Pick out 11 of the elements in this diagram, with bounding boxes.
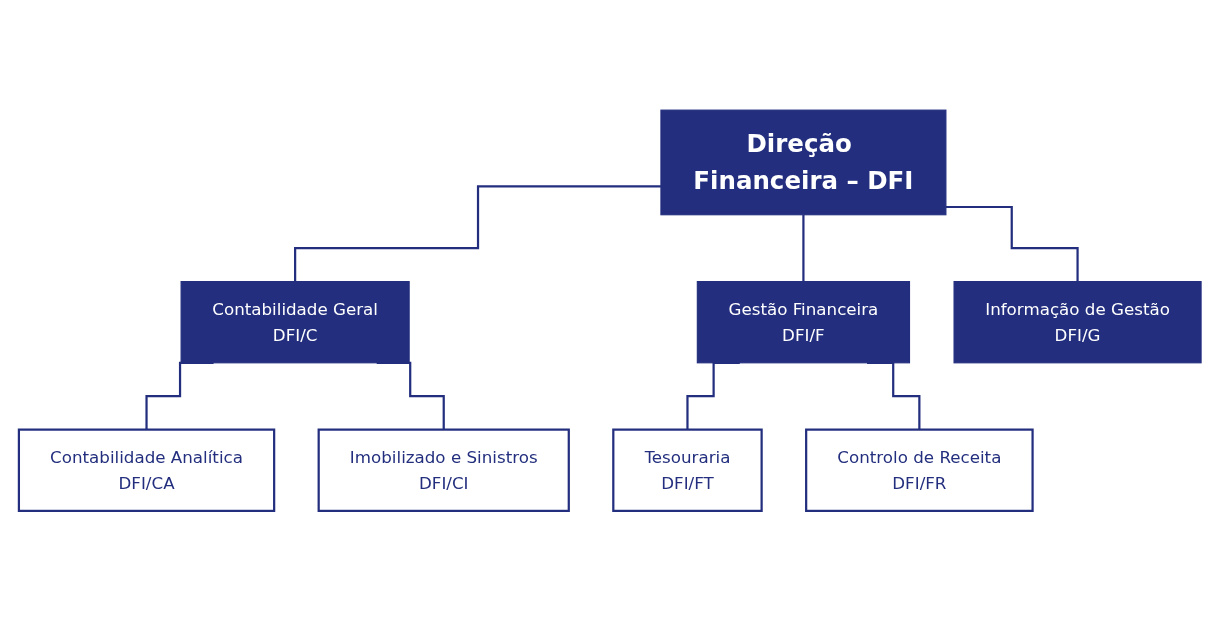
node-box: Direção Financeira – DFI xyxy=(660,109,947,216)
node-box: Contabilidade Analítica DFI/CA xyxy=(17,428,276,512)
connector xyxy=(294,185,661,283)
node-box: Imobilizado e Sinistros DFI/CI xyxy=(317,428,570,512)
connector xyxy=(945,205,1079,283)
node-box: Informação de Gestão DFI/G xyxy=(953,281,1202,364)
node-box: Gestão Financeira DFI/F xyxy=(696,281,911,364)
node-box: Controlo de Receita DFI/FR xyxy=(805,428,1034,512)
node-box: Contabilidade Geral DFI/C xyxy=(180,281,410,364)
connector xyxy=(802,213,805,283)
node-box: Tesouraria DFI/FT xyxy=(612,428,763,512)
